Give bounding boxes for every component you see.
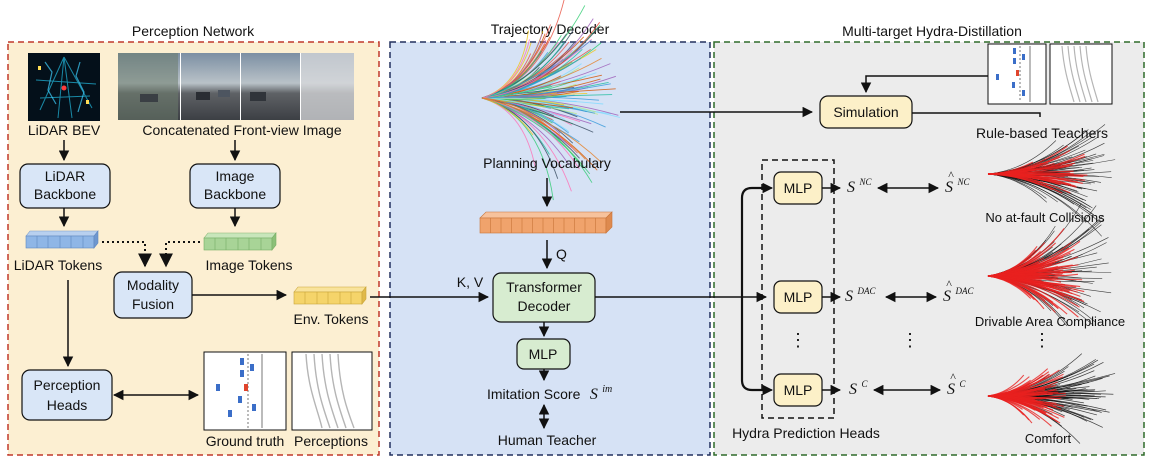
planning-vocabulary-label: Planning Vocabulary xyxy=(483,155,611,171)
hydra-section-title: Multi-target Hydra-Distillation xyxy=(842,23,1022,39)
simulation-to-teachers-line xyxy=(912,112,1041,117)
svg-text:Perception: Perception xyxy=(34,377,101,393)
trajectory-line xyxy=(987,395,1065,418)
image-to-fusion-dotted xyxy=(159,241,200,268)
svg-text:Heads: Heads xyxy=(47,397,87,413)
ground-truth-label: Ground truth xyxy=(206,433,285,449)
hat-c: ^ xyxy=(950,370,956,384)
trajectory-line xyxy=(481,97,534,136)
simulation-box: Simulation xyxy=(819,95,913,129)
query-tokens xyxy=(479,211,613,234)
trajectory-line xyxy=(987,228,1065,277)
perceptions-label: Perceptions xyxy=(294,433,368,449)
trajectory-line xyxy=(481,97,603,164)
mlp-head-dac: MLP xyxy=(773,280,823,314)
svg-text:Modality: Modality xyxy=(127,277,179,293)
svg-text:Decoder: Decoder xyxy=(518,298,571,314)
trajectory-line xyxy=(987,275,1059,280)
perception-heads-box: Perception Heads xyxy=(21,369,113,421)
decoder-mlp-box: MLP xyxy=(516,338,571,370)
prediction-heads-group xyxy=(761,159,835,419)
hat-dac: ^ xyxy=(946,277,952,291)
lidar-bev-image xyxy=(28,53,100,121)
env-tokens-label: Env. Tokens xyxy=(294,311,369,327)
image-backbone-box: Image Backbone xyxy=(189,163,281,209)
trajectory-line xyxy=(987,275,1081,297)
decoder-section-title: Trajectory Decoder xyxy=(491,21,610,37)
trajectory-line xyxy=(481,97,594,133)
prediction-heads-label: Hydra Prediction Heads xyxy=(732,425,880,441)
image-tokens-label: Image Tokens xyxy=(206,257,293,273)
trajectory-line xyxy=(481,97,566,120)
trajectory-line xyxy=(987,162,1042,175)
simulation-map-perception xyxy=(1049,43,1113,105)
svg-text:Backbone: Backbone xyxy=(34,186,96,202)
simulation-map-gt xyxy=(987,43,1047,105)
teacher-score-dac: S DAC xyxy=(943,286,974,305)
comfort-trajectory-fan xyxy=(987,353,1116,444)
svg-text:LiDAR: LiDAR xyxy=(45,168,85,184)
hydra-branch-bracket xyxy=(740,186,770,392)
svg-text:MLP: MLP xyxy=(784,289,813,305)
nc-trajectory-fan xyxy=(987,124,1116,237)
dac-trajectory-fan xyxy=(987,203,1112,327)
svg-text:MLP: MLP xyxy=(784,382,813,398)
q-label: Q xyxy=(556,246,567,262)
lidar-tokens-label: LiDAR Tokens xyxy=(14,257,102,273)
human-teacher-label: Human Teacher xyxy=(498,432,597,448)
trajectory-line xyxy=(481,86,579,99)
trajectory-line xyxy=(481,49,573,99)
svg-text:MLP: MLP xyxy=(529,346,558,362)
svg-text:MLP: MLP xyxy=(784,180,813,196)
imitation-score-label: Imitation Score S im xyxy=(487,384,612,403)
score-dac: S DAC xyxy=(845,286,876,305)
trajectory-line xyxy=(481,41,565,99)
mlp-head-nc: MLP xyxy=(773,171,823,205)
trajectory-line xyxy=(987,371,1050,397)
trajectory-line xyxy=(481,97,604,105)
lidar-backbone-box: LiDAR Backbone xyxy=(19,163,111,209)
svg-text:Backbone: Backbone xyxy=(204,186,266,202)
perceptions-map xyxy=(291,351,373,431)
modality-fusion-box: Modality Fusion xyxy=(113,271,193,319)
planning-vocabulary-fan xyxy=(481,0,620,201)
nc-label: No at-fault Collisions xyxy=(985,210,1105,225)
svg-text:Fusion: Fusion xyxy=(132,296,174,312)
dac-label: Drivable Area Compliance xyxy=(975,314,1125,329)
teacher-score-c: S C xyxy=(947,379,966,398)
teacher-score-nc: S NC xyxy=(945,177,970,196)
lidar-tokens xyxy=(25,230,99,249)
mlp-head-c: MLP xyxy=(773,373,823,407)
lidar-bev-label: LiDAR BEV xyxy=(28,122,101,138)
env-tokens xyxy=(293,286,367,305)
svg-text:Simulation: Simulation xyxy=(833,104,898,120)
front-view-label: Concatenated Front-view Image xyxy=(142,122,341,138)
scores-ellipsis: ⋮ xyxy=(901,330,919,350)
score-nc: S NC xyxy=(847,177,872,196)
transformer-decoder-box: Transformer Decoder xyxy=(492,272,596,323)
comfort-label: Comfort xyxy=(1025,431,1072,446)
rule-based-teachers-label: Rule-based Teachers xyxy=(976,125,1108,141)
trajectory-line xyxy=(987,388,1056,397)
trajectory-line xyxy=(481,97,551,129)
heads-ellipsis: ⋮ xyxy=(789,330,807,350)
image-tokens xyxy=(203,232,277,251)
maps-to-simulation-arrow xyxy=(860,75,988,94)
perception-section-title: Perception Network xyxy=(132,23,255,39)
front-view-image xyxy=(118,53,354,120)
trajectory-line xyxy=(481,39,530,99)
svg-text:Image: Image xyxy=(216,168,255,184)
ground-truth-map xyxy=(203,351,287,431)
score-c: S C xyxy=(849,379,868,398)
kv-label: K, V xyxy=(457,274,484,290)
trajectory-line xyxy=(987,173,1102,237)
trajectory-line xyxy=(987,275,1068,315)
teachers-ellipsis: ⋮ xyxy=(1033,330,1051,350)
svg-text:Transformer: Transformer xyxy=(506,279,582,295)
decoder-panel xyxy=(389,41,711,456)
hat-nc: ^ xyxy=(948,168,954,182)
